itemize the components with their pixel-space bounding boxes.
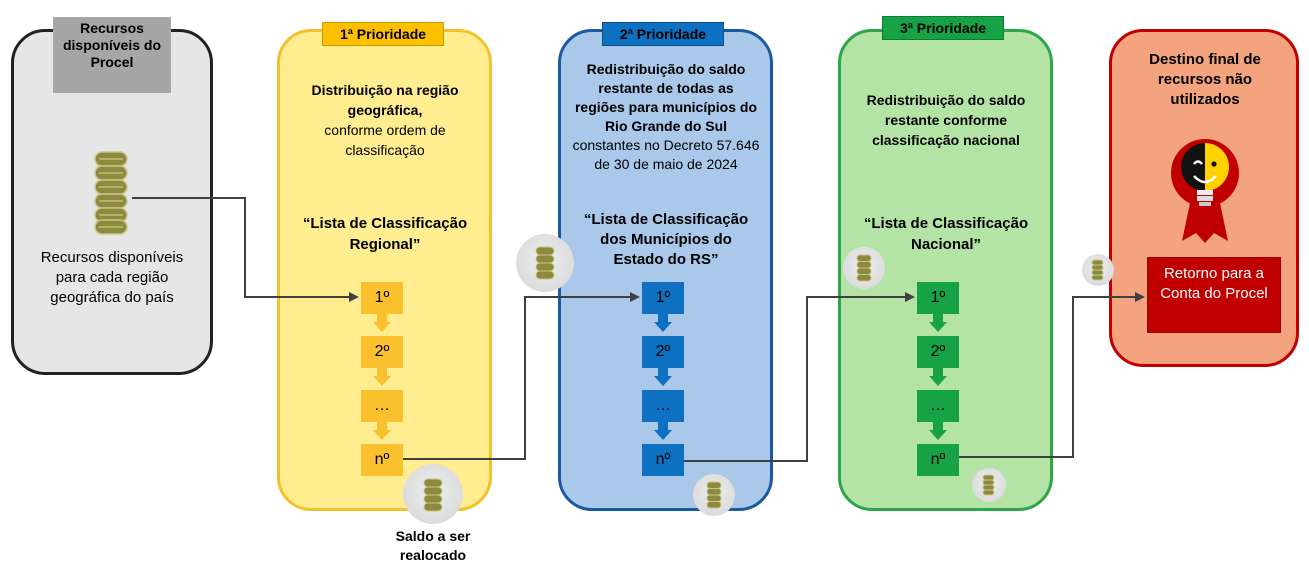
coin-stack-icon <box>856 254 872 282</box>
priority3-list-name: “Lista de Classificação Nacional” <box>863 215 1029 253</box>
priority3-step-1: 1º <box>917 282 959 314</box>
priority2-step-1: 1º <box>642 282 684 314</box>
balance-label: Saldo a ser realocado <box>395 528 471 563</box>
priority1-step-1: 1º <box>361 282 403 314</box>
final-return-box: Retorno para a Conta do Procel <box>1147 257 1281 333</box>
coin-stack-icon <box>706 481 722 509</box>
priority2-step-2: 2º <box>642 336 684 368</box>
priority2-list-name: “Lista de Classificação dos Municípios d… <box>583 211 749 268</box>
priority3-title: Redistribuição do saldo restante conform… <box>866 92 1026 148</box>
coin-stack-icon <box>423 478 443 512</box>
priority3-tag: 3ª Prioridade <box>882 16 1004 40</box>
priority1-tag: 1ª Prioridade <box>322 22 444 46</box>
final-title: Destino final de recursos não utilizados <box>1149 51 1261 108</box>
coin-stack-icon <box>982 474 995 496</box>
priority1-step-n: nº <box>361 444 403 476</box>
coin-stack-icon <box>94 151 128 235</box>
priority2-step-3: … <box>642 390 684 422</box>
priority3-step-n: nº <box>917 444 959 476</box>
priority1-step-2: 2º <box>361 336 403 368</box>
priority1-title: Distribuição na região geográfica, confo… <box>311 82 459 158</box>
source-description: Recursos disponíveis para cada região ge… <box>40 249 184 306</box>
priority1-list-name: “Lista de Classificação Regional” <box>302 215 468 253</box>
priority2-title: Redistribuição do saldo restante de toda… <box>572 61 760 172</box>
priority2-step-n: nº <box>642 444 684 476</box>
coin-stack-icon <box>1091 259 1104 281</box>
coin-stack-icon <box>535 246 555 280</box>
priority1-step-3: … <box>361 390 403 422</box>
priority3-step-3: … <box>917 390 959 422</box>
priority2-tag: 2ª Prioridade <box>602 22 724 46</box>
procel-seal-lightbulb-icon <box>1171 139 1239 243</box>
source-tag: Recursos disponíveis do Procel <box>53 17 171 93</box>
priority3-step-2: 2º <box>917 336 959 368</box>
